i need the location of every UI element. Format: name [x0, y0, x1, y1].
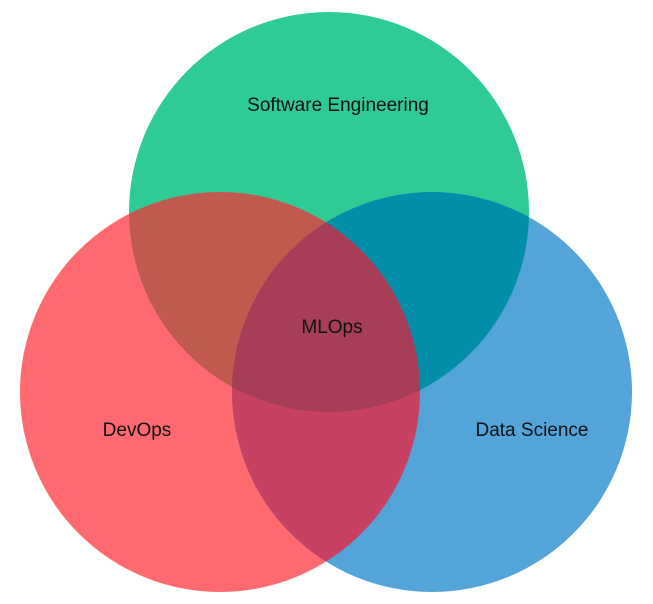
- mlops-label: MLOps: [301, 317, 362, 338]
- devops-label: DevOps: [103, 420, 172, 441]
- data-science-label: Data Science: [475, 420, 588, 441]
- mlops-overlap: [232, 192, 420, 412]
- software-engineering-label: Software Engineering: [247, 95, 429, 116]
